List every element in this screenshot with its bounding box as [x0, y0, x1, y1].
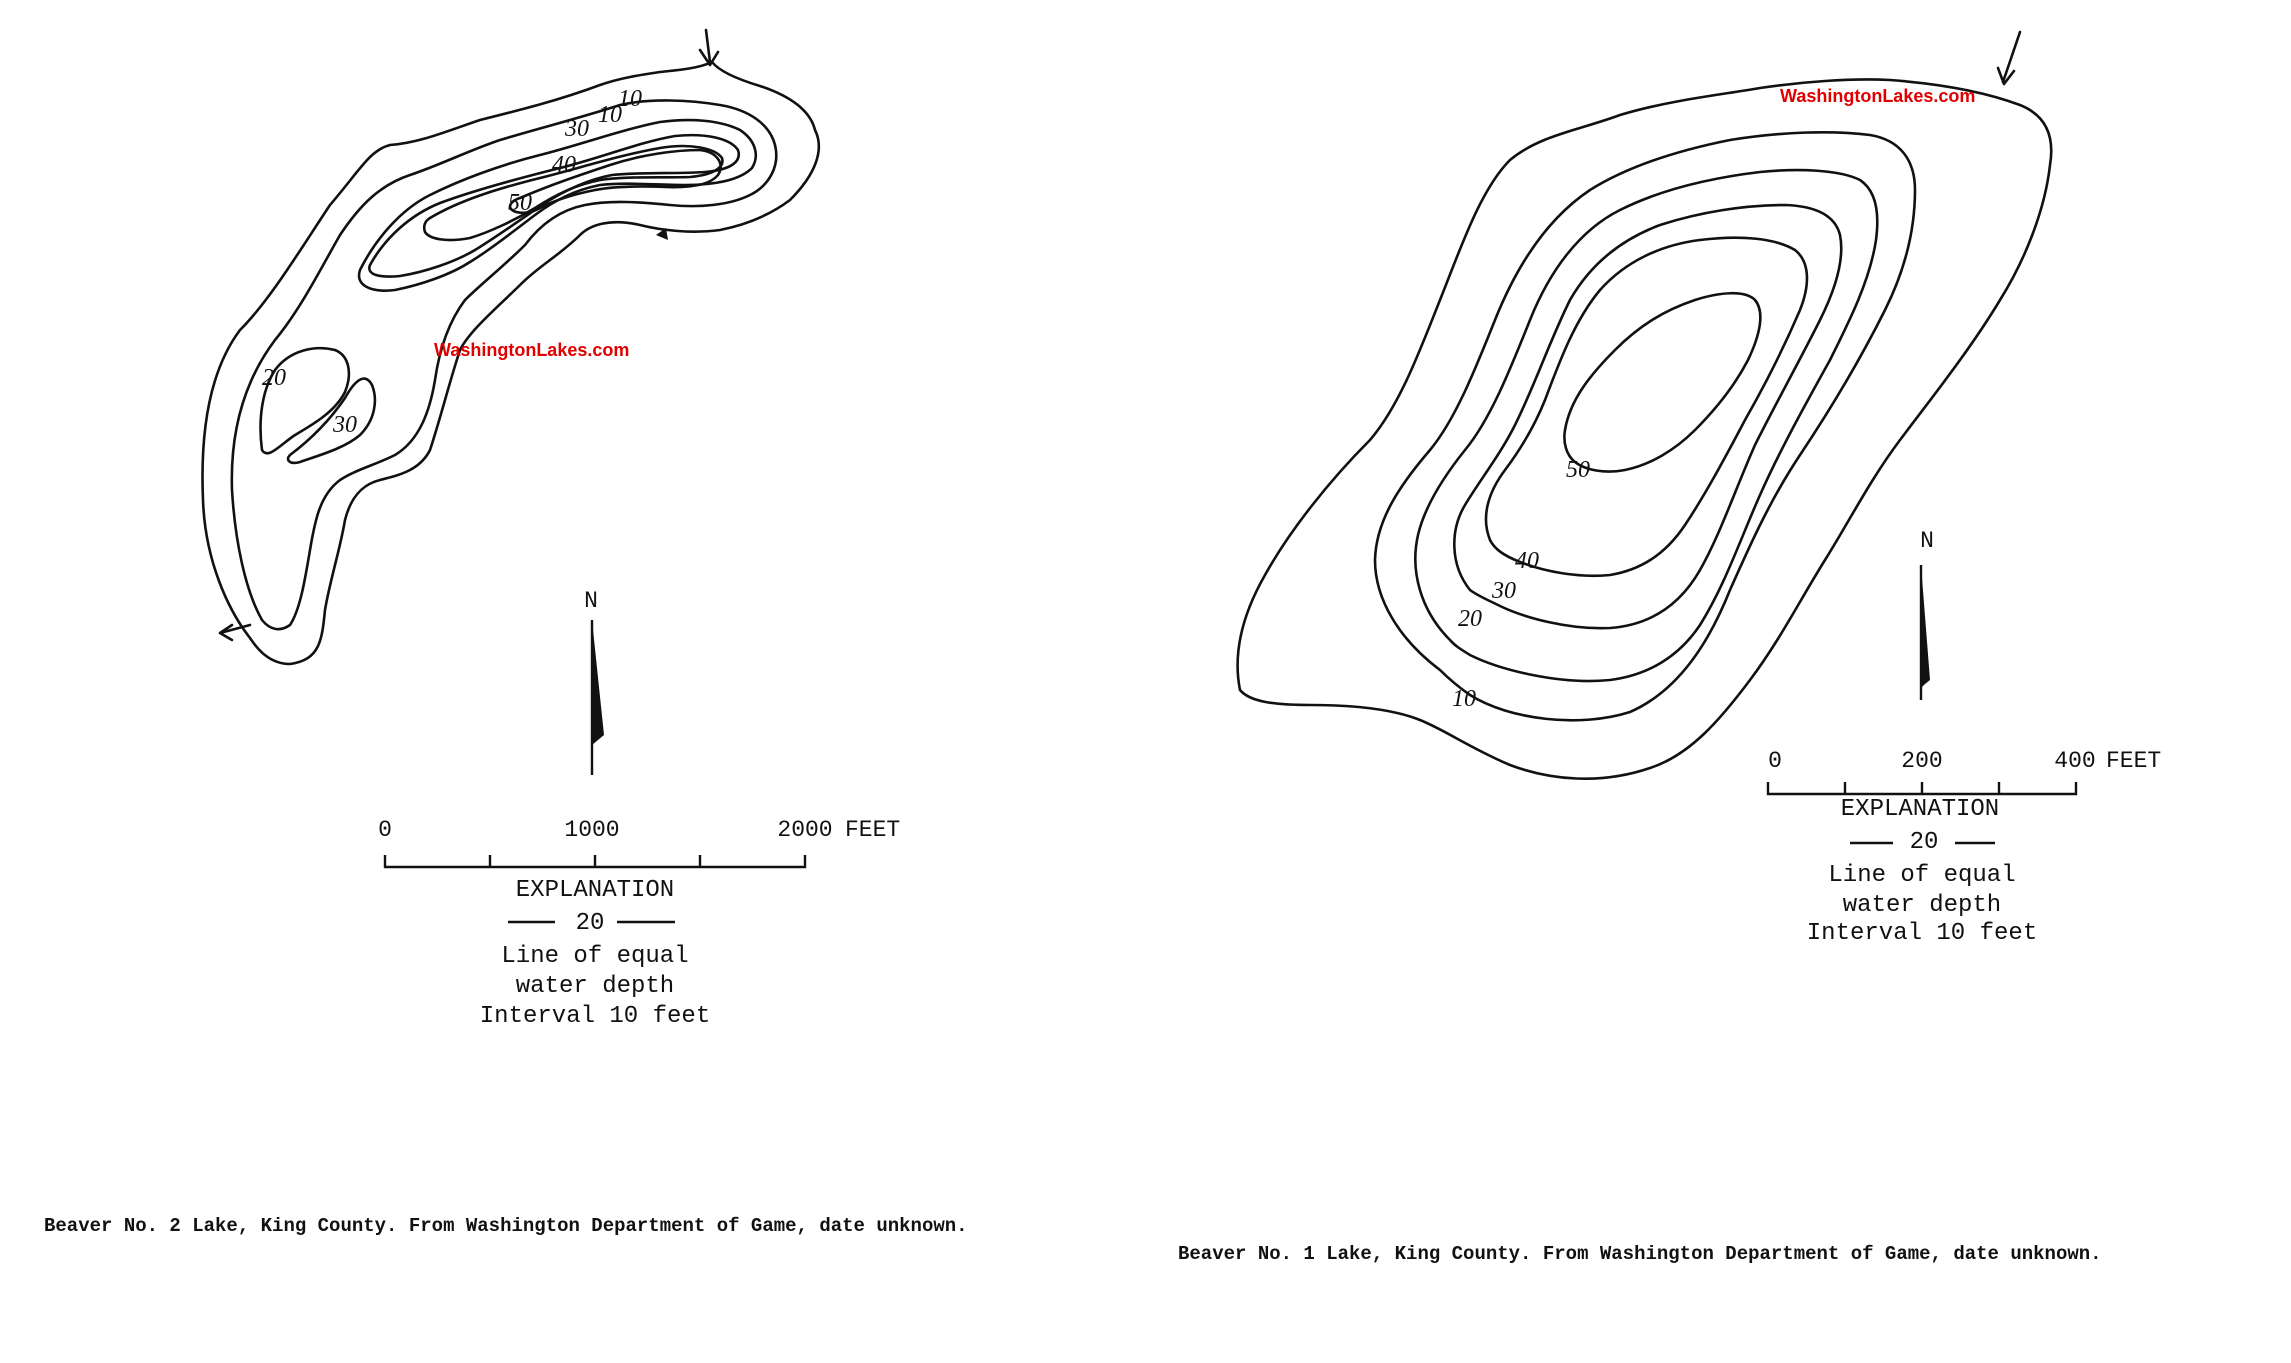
lake-right-bathymetry: [1236, 30, 2053, 780]
depth-label: 30: [332, 412, 357, 438]
contour-left-50: [508, 148, 722, 215]
depth-label: 20: [1458, 606, 1482, 632]
depth-label: 50: [508, 190, 532, 216]
contour-left-20-south: [259, 346, 351, 455]
scale-tick-label-right: 400: [2054, 748, 2096, 774]
contour-right-40: [1484, 236, 1809, 578]
watermark-left: WashingtonLakes.com: [434, 340, 630, 360]
depth-label: 30: [564, 116, 589, 142]
depth-label: 50: [1566, 457, 1590, 483]
contour-right-10: [1373, 130, 1917, 722]
lake-left-shoreline: [201, 60, 821, 666]
survey-marker-left: [656, 228, 668, 240]
scale-tick-label-left: 0: [378, 817, 392, 843]
explanation-line-right: Line of equal: [1828, 862, 2016, 889]
explanation-title-right: EXPLANATION: [1840, 796, 2000, 823]
depth-label: 40: [552, 152, 576, 178]
depth-label: 10: [618, 86, 642, 112]
scale-tick-label-right: 0: [1768, 748, 1782, 774]
scale-unit-left: FEET: [845, 817, 901, 843]
inlet-arrow-right: [1996, 30, 2022, 86]
explanation-symbol-left: 20: [575, 910, 605, 937]
contour-right-20: [1414, 168, 1879, 683]
caption-left: Beaver No. 2 Lake, King County. From Was…: [44, 1215, 968, 1237]
scale-bar-left: [383, 855, 807, 924]
explanation-line-left: Line of equal: [501, 943, 689, 970]
scale-tick-label-left: 1000: [564, 817, 620, 843]
explanation-line-right: Interval 10 feet: [1806, 920, 2038, 947]
explanation-line-left: Interval 10 feet: [479, 1003, 711, 1030]
contour-right-30: [1453, 203, 1843, 630]
contour-right-50: [1563, 291, 1762, 473]
scale-unit-right: FEET: [2106, 748, 2162, 774]
caption-right: Beaver No. 1 Lake, King County. From Was…: [1178, 1243, 2102, 1265]
north-label-left: N: [584, 588, 598, 614]
lake-left-depth-labels: 10 10 30 40 50 20 30: [262, 86, 642, 438]
depth-label: 20: [262, 365, 286, 391]
explanation-symbol-right: 20: [1909, 829, 1939, 856]
scale-tick-label-left: 2000: [777, 817, 833, 843]
depth-label: 40: [1515, 548, 1539, 574]
outlet-arrow-left: [218, 623, 252, 642]
north-arrow-right: [1919, 565, 1930, 700]
explanation-title-left: EXPLANATION: [515, 877, 675, 904]
inlet-arrow-left: [698, 28, 720, 67]
watermark-right: WashingtonLakes.com: [1780, 86, 1976, 106]
contour-left-20-north: [357, 118, 757, 292]
north-label-right: N: [1920, 528, 1934, 554]
lake-right-depth-labels: 50 40 30 20 10: [1452, 457, 1590, 712]
scale-bar-right: [1766, 782, 2078, 845]
depth-label: 10: [598, 102, 622, 128]
north-arrow-left: [590, 620, 604, 775]
depth-label: 30: [1491, 578, 1516, 604]
depth-label: 10: [1452, 686, 1476, 712]
contour-left-10: [230, 99, 778, 631]
explanation-line-right: water depth: [1842, 892, 2002, 919]
lake-right-shoreline: [1236, 78, 2053, 780]
explanation-line-left: water depth: [515, 973, 675, 1000]
scale-tick-label-right: 200: [1901, 748, 1943, 774]
contour-left-40: [422, 144, 724, 242]
contour-left-30-south: [286, 377, 377, 465]
lake-left-bathymetry: [201, 28, 821, 666]
